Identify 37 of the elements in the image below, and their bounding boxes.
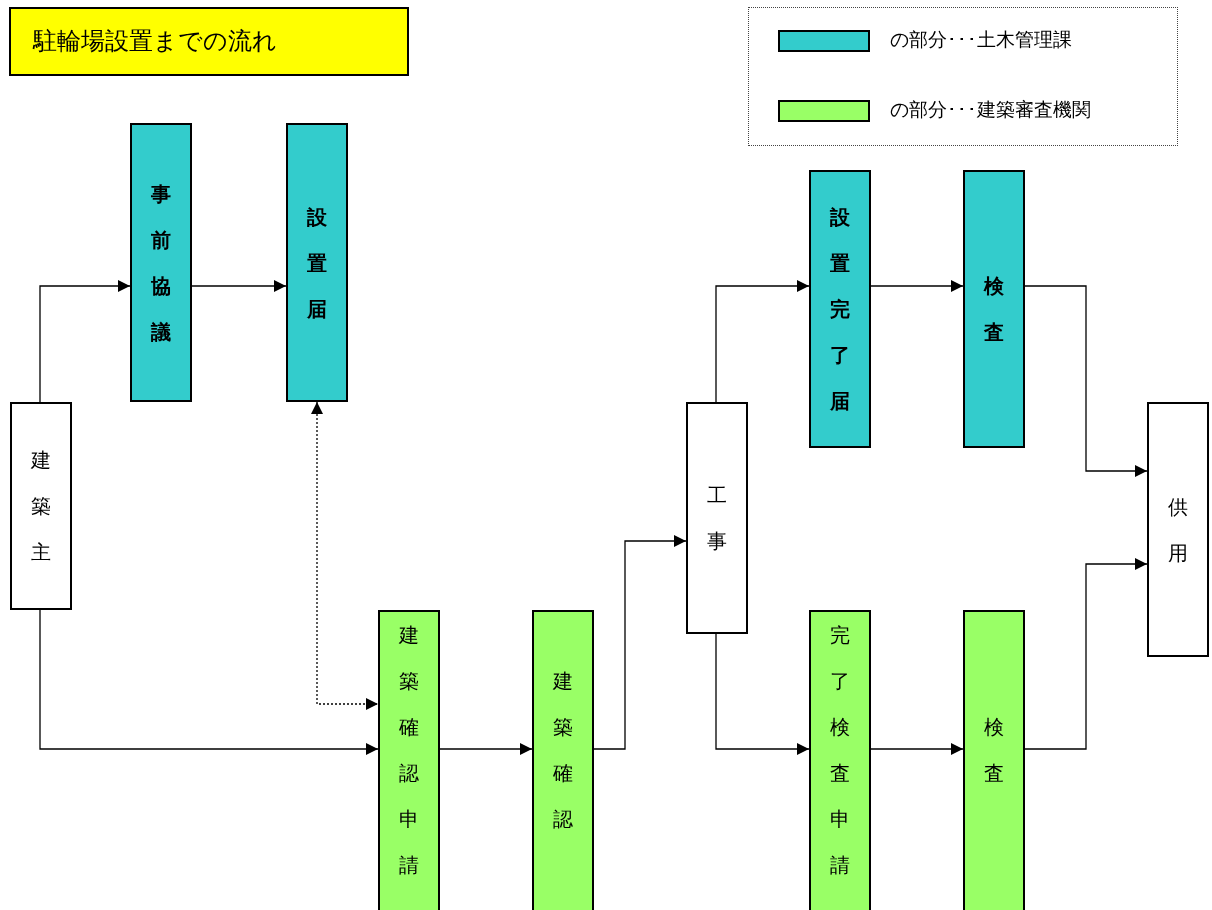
arrow xyxy=(1024,558,1148,750)
node-label: 設置完了届 xyxy=(830,204,850,415)
process-box xyxy=(1147,402,1209,657)
node-label: 建築確認 xyxy=(553,668,573,833)
node-label: 供用 xyxy=(1168,493,1188,567)
arrow xyxy=(1024,285,1148,477)
arrow xyxy=(715,280,810,403)
process-box xyxy=(286,123,348,402)
node-label: 工事 xyxy=(707,482,727,555)
process-box xyxy=(130,123,192,402)
arrow xyxy=(593,535,687,750)
title-banner: 駐輪場設置までの流れ xyxy=(9,7,409,76)
node-label: 完了検査申請 xyxy=(830,622,850,879)
process-box xyxy=(809,610,871,910)
arrow xyxy=(39,280,131,403)
process-box xyxy=(963,610,1025,910)
process-box xyxy=(686,402,748,634)
legend-label: の部分･･･建築審査機関 xyxy=(890,97,1091,122)
node-label: 建築主 xyxy=(31,447,51,566)
arrow xyxy=(311,401,379,710)
process-box xyxy=(378,610,440,910)
process-box xyxy=(963,170,1025,448)
arrow xyxy=(870,743,964,755)
node-label: 設置届 xyxy=(307,203,327,323)
node-label: 建築確認申請 xyxy=(399,622,419,879)
arrow xyxy=(39,609,379,755)
arrow xyxy=(439,743,533,755)
arrow xyxy=(191,280,287,292)
process-box xyxy=(10,402,72,610)
arrow xyxy=(870,280,964,292)
node-label: 検査 xyxy=(984,273,1004,346)
process-box xyxy=(809,170,871,448)
arrow xyxy=(715,633,810,755)
node-label: 事前協議 xyxy=(151,180,171,346)
legend-label: の部分･･･土木管理課 xyxy=(890,27,1072,52)
process-box xyxy=(532,610,594,910)
node-label: 検査 xyxy=(984,714,1004,787)
